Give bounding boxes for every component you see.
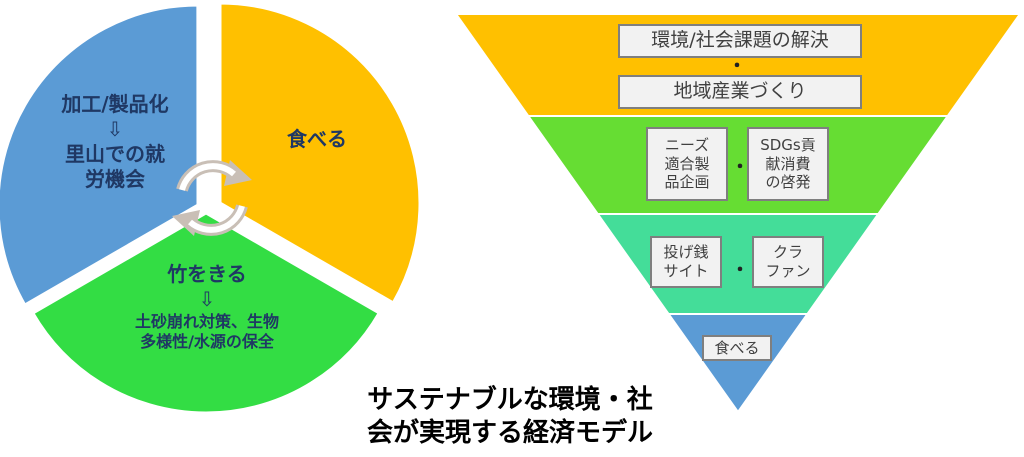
pie-label-process-line-1: 加工/製品化 bbox=[61, 92, 169, 116]
caption-line-2: 会が実現する経済モデル bbox=[366, 417, 653, 448]
down-arrow-icon: ⇩ bbox=[106, 117, 124, 141]
pie-label-process: 加工/製品化 ⇩ 里山での就 労機会 bbox=[35, 92, 195, 192]
pie-label-eat-line: 食べる bbox=[287, 127, 347, 151]
pie-segment-eat bbox=[218, 1, 422, 306]
pie-label-bamboo-line-1: 竹をきる bbox=[167, 262, 247, 286]
funnel-separator-2: ・ bbox=[731, 157, 749, 178]
circular-arrows-icon bbox=[172, 160, 252, 236]
funnel-box-tip-site: 投げ銭 サイト bbox=[650, 236, 722, 288]
funnel-box-sdgs-awareness: SDGs貢 献消費 の啓発 bbox=[747, 127, 829, 201]
pie-label-process-line-2: 里山での就 bbox=[65, 142, 165, 166]
diagram-caption: サステナブルな環境・社 会が実現する経済モデル bbox=[300, 384, 720, 449]
funnel-box-issue-solving: 環境/社会課題の解決 bbox=[618, 24, 862, 58]
funnel-separator-1: ・ bbox=[728, 56, 746, 77]
funnel-box-sdgs-awareness-text: SDGs貢 献消費 の啓発 bbox=[760, 135, 816, 192]
funnel-box-crowdfunding: クラ ファン bbox=[752, 236, 824, 288]
funnel-box-issue-solving-text: 環境/社会課題の解決 bbox=[651, 29, 829, 52]
pie-label-process-line-3: 労機会 bbox=[85, 167, 145, 191]
funnel-box-product-planning-text: ニーズ 適合製 品企画 bbox=[664, 135, 710, 192]
funnel-box-tip-site-text: 投げ銭 サイト bbox=[663, 243, 709, 280]
funnel-box-product-planning: ニーズ 適合製 品企画 bbox=[646, 127, 728, 201]
funnel-box-crowdfunding-text: クラ ファン bbox=[765, 243, 811, 280]
funnel-separator-3: ・ bbox=[731, 260, 749, 281]
caption-line-1: サステナブルな環境・社 bbox=[367, 385, 653, 415]
pie-label-bamboo-line-2: 土砂崩れ対策、生物 bbox=[134, 312, 279, 331]
down-arrow-icon: ⇩ bbox=[198, 287, 216, 311]
funnel-box-regional-industry: 地域産業づくり bbox=[618, 75, 862, 109]
funnel-box-regional-industry-text: 地域産業づくり bbox=[673, 80, 807, 103]
funnel-box-eat: 食べる bbox=[702, 335, 772, 361]
pie-label-bamboo: 竹をきる ⇩ 土砂崩れ対策、生物 多様性/水源の保全 bbox=[92, 262, 322, 352]
pie-label-eat: 食べる bbox=[262, 127, 372, 152]
funnel-box-eat-text: 食べる bbox=[714, 338, 760, 357]
pie-label-bamboo-line-3: 多様性/水源の保全 bbox=[140, 332, 274, 351]
pie-segment-bamboo bbox=[30, 211, 382, 415]
pie-segment-process bbox=[0, 3, 200, 308]
